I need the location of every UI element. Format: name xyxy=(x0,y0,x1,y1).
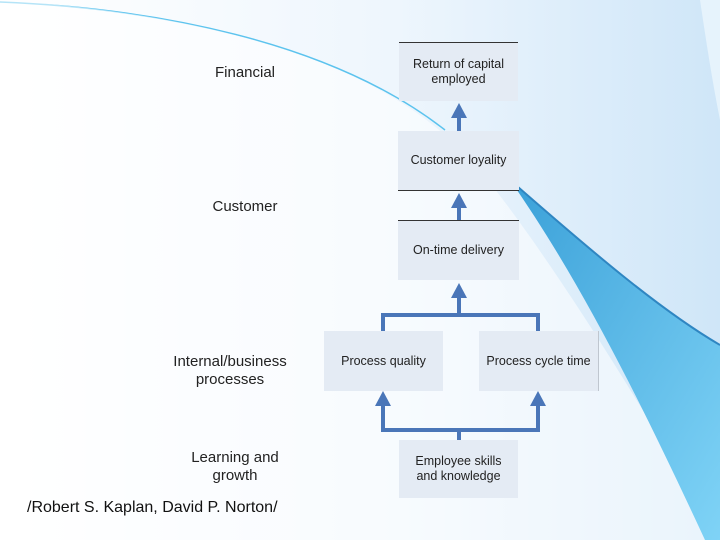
source-citation: /Robert S. Kaplan, David P. Norton/ xyxy=(27,499,278,516)
box-on-time-delivery: On-time delivery xyxy=(398,220,519,280)
box-process-cycle-time: Process cycle time xyxy=(479,331,599,391)
perspective-customer: Customer xyxy=(212,198,278,215)
box-label: Customer loyality xyxy=(410,153,507,167)
arrowhead xyxy=(375,391,391,406)
box-label: On-time delivery xyxy=(413,243,504,257)
box-employee-skills: Employee skills and knowledge xyxy=(399,440,518,498)
arrowhead xyxy=(530,391,546,406)
arrowhead xyxy=(451,283,467,298)
arrowhead xyxy=(451,193,467,208)
box-return-of-capital: Return of capital employed xyxy=(399,42,518,101)
arrow-skills-to-processes xyxy=(381,403,540,432)
arrowhead xyxy=(451,103,467,118)
perspective-financial: Financial xyxy=(214,64,276,81)
box-process-quality: Process quality xyxy=(324,331,443,391)
box-label: Process cycle time xyxy=(486,353,591,368)
box-label: Return of capital employed xyxy=(412,57,505,86)
box-customer-loyalty: Customer loyality xyxy=(398,131,519,191)
perspective-learning-growth: Learning and growth xyxy=(191,449,279,484)
box-label: Process quality xyxy=(341,353,426,368)
box-label: Employee skills and knowledge xyxy=(415,454,502,483)
perspective-internal-processes: Internal/business processes xyxy=(173,353,287,388)
